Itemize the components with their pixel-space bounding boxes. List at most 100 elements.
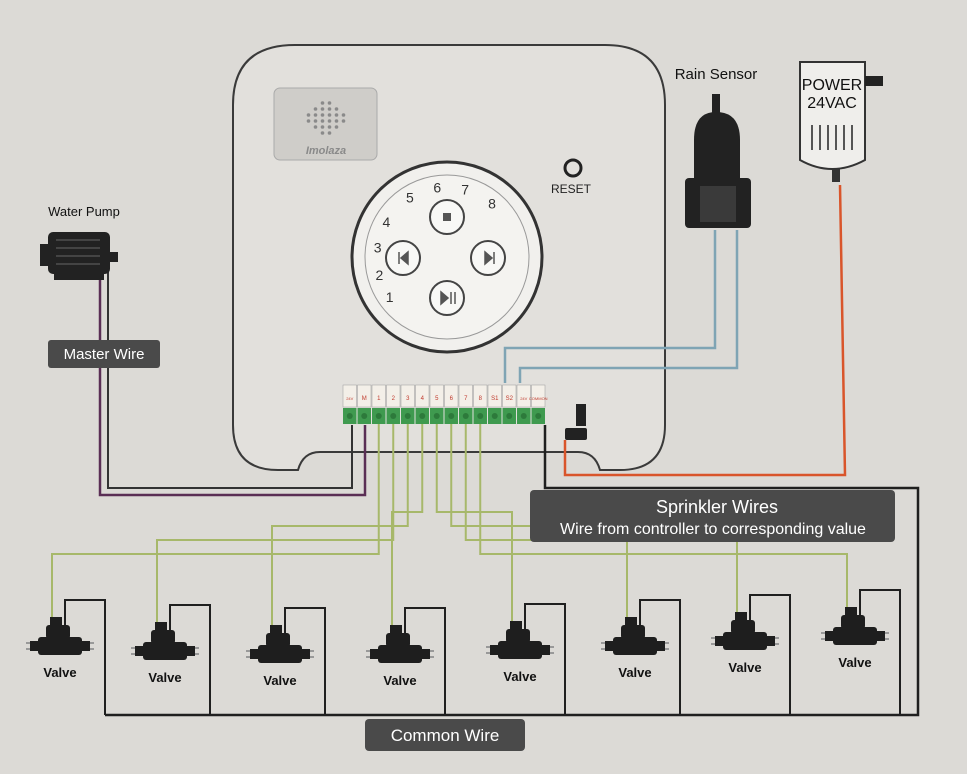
- dial-number: 5: [406, 190, 414, 206]
- terminal-label-cell: [371, 384, 386, 408]
- water-pump: Water Pump: [40, 204, 120, 280]
- valve-icon: [366, 625, 434, 663]
- terminal-label-cell: [458, 384, 473, 408]
- terminal-label: M: [362, 396, 367, 402]
- speaker-dot: [341, 119, 346, 123]
- terminal-label-cell: [473, 384, 488, 408]
- speaker-dot: [320, 125, 325, 129]
- terminal-label-cell: [444, 384, 459, 408]
- terminal-label-cell: [429, 384, 444, 408]
- reset-button[interactable]: [563, 158, 583, 178]
- valve: Valve: [486, 621, 554, 684]
- speaker-dot: [313, 113, 318, 117]
- speaker-dot: [306, 113, 311, 117]
- master-wire-label: Master Wire: [48, 340, 160, 368]
- terminal-label-cell: [487, 384, 502, 408]
- terminal-label-cell: [342, 384, 357, 408]
- valve-common-wire: [859, 589, 901, 715]
- previous-button[interactable]: [385, 240, 421, 276]
- common-wire: [105, 425, 920, 717]
- dial-number: 7: [461, 181, 469, 197]
- dial-number: 2: [375, 267, 383, 283]
- speaker-dot: [334, 125, 339, 129]
- speaker-dot: [320, 101, 325, 105]
- speaker-dot: [320, 107, 325, 111]
- speaker-dot: [320, 113, 325, 117]
- dial-number: 3: [374, 239, 382, 255]
- terminal-screw-head: [535, 413, 542, 419]
- zone-wire: [271, 424, 409, 635]
- speaker-dot: [327, 131, 332, 135]
- power-plug-icon: [865, 76, 883, 86]
- dial-numbers: 12 345 6 7 8: [374, 180, 496, 305]
- power-adapter-vents: [811, 125, 853, 150]
- speaker-dot: [341, 113, 346, 117]
- master-wire: [98, 270, 367, 497]
- terminal-screw-head: [448, 413, 455, 419]
- valve: Valve: [131, 622, 199, 685]
- valve-label: Valve: [148, 670, 181, 685]
- terminal-label: COMMON: [529, 396, 548, 401]
- brand-logo: Imolaza: [306, 145, 346, 157]
- next-button[interactable]: [470, 240, 506, 276]
- valve-common-wire: [404, 607, 446, 715]
- valve-icon: [246, 625, 314, 663]
- previous-icon: [398, 250, 409, 266]
- valve-icon: [26, 617, 94, 655]
- valve-label: Valve: [383, 673, 416, 688]
- terminal-screw-head: [506, 413, 513, 419]
- dial-number: 8: [488, 195, 496, 211]
- next-icon: [484, 250, 495, 266]
- zone-wire: [435, 424, 513, 631]
- valve-label: Valve: [263, 673, 296, 688]
- speaker-dot: [334, 107, 339, 111]
- sprinkler-wires-title: Sprinkler Wires: [656, 497, 778, 517]
- play-pause-icon: [440, 290, 456, 306]
- valve-icon: [711, 612, 779, 650]
- valve-common-wire: [284, 607, 326, 715]
- speaker-panel: [273, 87, 378, 161]
- valve-label: Valve: [728, 660, 761, 675]
- terminal-label: S1: [491, 396, 499, 402]
- power-label: POWER: [802, 77, 862, 94]
- zone-wire: [51, 424, 380, 627]
- terminal-label-cell: [415, 384, 430, 408]
- play-pause-button[interactable]: [429, 280, 465, 316]
- valve-icon: [486, 621, 554, 659]
- speaker-dot: [334, 119, 339, 123]
- terminal-label-cell: [386, 384, 401, 408]
- terminal-screw-head: [433, 413, 440, 419]
- dial-number: 4: [382, 214, 390, 230]
- rain-sensor-label: Rain Sensor: [675, 66, 758, 83]
- speaker-grill-icon: [306, 101, 346, 135]
- power-wire: [563, 184, 847, 477]
- valve-icon: [131, 622, 199, 660]
- valve-icon: [601, 617, 669, 655]
- speaker-dot: [327, 125, 332, 129]
- dial-number: 1: [386, 289, 394, 305]
- terminal-screw-head: [375, 413, 382, 419]
- reset-label: RESET: [551, 182, 592, 196]
- speaker-dot: [327, 101, 332, 105]
- control-dial: 12 345 6 7 8: [350, 160, 544, 354]
- terminal-label: S2: [506, 396, 514, 402]
- valve-label: Valve: [838, 655, 871, 670]
- common-wire-label: Common Wire: [365, 719, 525, 751]
- terminal-screw-head: [477, 413, 484, 419]
- valve-icon: [821, 607, 889, 645]
- valve-common-wires: [64, 589, 901, 715]
- stop-button[interactable]: [429, 199, 465, 235]
- rain-sensor-wire-2: [518, 230, 739, 383]
- speaker-dot: [313, 119, 318, 123]
- terminal-screw-head: [520, 413, 527, 419]
- terminal-screw-head: [346, 413, 353, 419]
- terminal-label: 5: [435, 396, 439, 402]
- terminal-label: 3: [406, 396, 410, 402]
- terminal-label-cell: [516, 384, 531, 408]
- terminal-label: 6: [450, 396, 454, 402]
- dial-number: 6: [433, 180, 441, 196]
- terminal-label-cell: [502, 384, 517, 408]
